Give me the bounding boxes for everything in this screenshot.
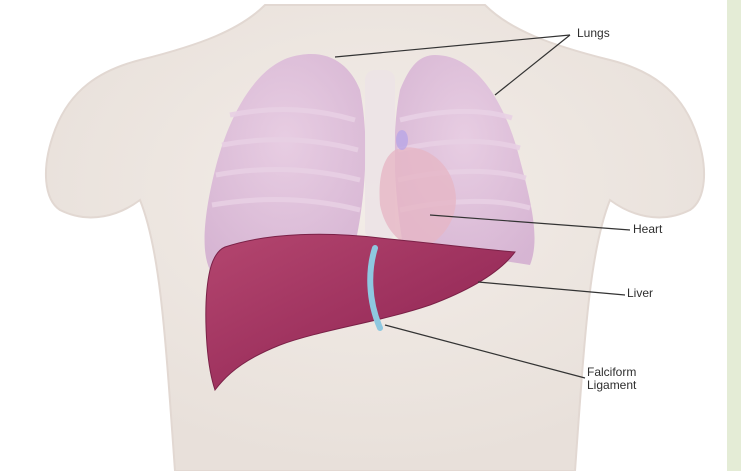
heart-vessel <box>396 130 408 150</box>
label-falciform-ligament: Falciform Ligament <box>587 366 636 392</box>
label-heart: Heart <box>633 223 662 236</box>
label-liver: Liver <box>627 287 653 300</box>
label-lungs: Lungs <box>577 27 610 40</box>
label-falciform-line2: Ligament <box>587 379 636 392</box>
right-edge-strip <box>727 0 741 471</box>
